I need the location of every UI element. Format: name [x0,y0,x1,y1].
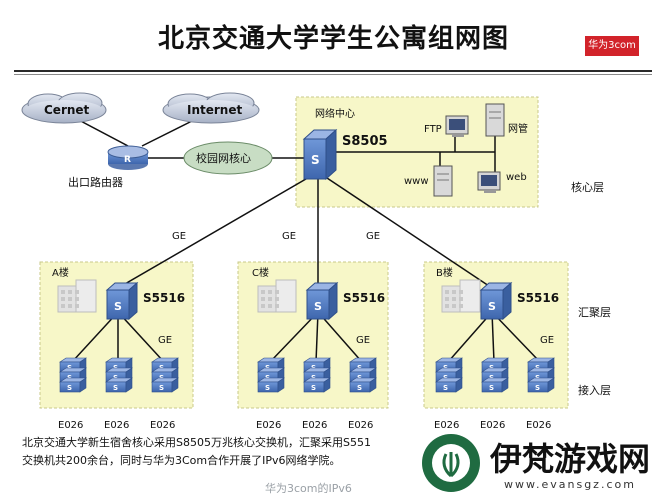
access-switch-stack-icon: SSS [151,357,179,393]
brand-name: 伊梵游戏网 [490,440,651,478]
building-1: C楼SS5516GESSSE026SSSE026SSSE026 [252,266,385,430]
cernet-label: Cernet [44,103,90,117]
aggregation-switch-label: S5516 [343,291,385,305]
ftp-label: FTP [424,124,442,135]
building-2: B楼SS5516GESSSE026SSSE026SSSE026 [434,266,559,430]
access-switch-label: E026 [526,420,551,430]
svg-text:S: S [489,384,494,392]
svg-text:S: S [535,384,540,392]
svg-text:R: R [124,155,131,165]
page-title: 北京交通大学学生公寓组网图 [157,24,509,54]
core-layer-label: 核心层 [571,180,604,194]
link-core-b [317,171,493,289]
svg-text:S: S [311,153,320,167]
mgmt-label: 网管 [508,122,528,135]
svg-text:S: S [265,384,270,392]
buildings: A楼SS5516GESSSE026SSSE026SSSE026C楼SS5516G… [52,266,559,430]
access-switch-stack-icon: SSS [481,357,509,393]
access-switch-label: E026 [58,420,83,430]
caption-line-1: 北京交通大学新生宿舍核心采用S8505万兆核心交换机，汇聚采用S551 [22,436,371,449]
aggregation-layer-label: 汇聚层 [578,306,611,319]
campus-core-ellipse: 校园网核心 [183,141,273,175]
svg-text:S: S [357,384,362,392]
uplink-ge-c: GE [282,231,296,242]
building-name: C楼 [252,266,269,279]
core-switch-icon: S [302,128,338,181]
link-core-a [117,171,319,289]
campus-core-label: 校园网核心 [196,151,251,165]
www-server-icon [433,165,453,197]
link-c-2 [315,311,319,363]
access-switch-stack-icon: SSS [105,357,133,393]
uplink-ge-b: GE [366,231,380,242]
access-switch-label: E026 [480,420,505,430]
link-c-1 [269,311,319,363]
access-layer-label: 接入层 [578,384,611,397]
caption: 北京交通大学新生宿舍核心采用S8505万兆核心交换机，汇聚采用S551 交换机共… [22,434,452,470]
router-label: 出口路由器 [68,175,123,189]
aggregation-switch-label: S5516 [517,291,559,305]
access-switch-label: E026 [302,420,327,430]
link-a-3 [117,311,165,363]
building-name: A楼 [52,266,69,279]
access-switch-stack-icon: SSS [257,357,285,393]
internet-label: Internet [187,103,242,117]
access-switch-label: E026 [104,420,129,430]
access-switch-stack-icon: SSS [349,357,377,393]
brand-url: www.evansgz.com [504,478,636,491]
network-center-label: 网络中心 [315,107,355,120]
svg-text:S: S [67,384,72,392]
www-label: www [404,176,429,187]
downlink-ge-label: GE [540,335,554,346]
link-b-2 [491,311,495,363]
vendor-logo: 华为3com [585,36,639,56]
title-divider [14,70,652,72]
router-icon: R [107,145,149,170]
svg-text:S: S [488,300,496,313]
link-b-1 [447,311,493,363]
building-0: A楼SS5516GESSSE026SSSE026SSSE026 [52,266,185,430]
brand-overlay: 伊梵游戏网 www.evansgz.com [412,428,667,500]
svg-text:S: S [114,300,122,313]
ftp-server-icon [445,115,469,137]
building-icon [275,279,297,313]
access-switch-stack-icon: SSS [527,357,555,393]
svg-text:S: S [314,300,322,313]
svg-text:S: S [311,384,316,392]
link-cernet-router [74,117,129,147]
downlink-ge-label: GE [356,335,370,346]
access-switch-label: E026 [434,420,459,430]
link-internet-router [141,117,199,147]
access-switch-label: E026 [256,420,281,430]
web-label: web [506,172,527,183]
watermark: 华为3com的IPv6 [265,482,352,495]
link-c-3 [317,311,363,363]
mgmt-server-icon [485,103,505,137]
svg-text:S: S [113,384,118,392]
downlink-ge-label: GE [158,335,172,346]
brand-logo-icon [422,434,480,492]
caption-line-2: 交换机共200余台，同时与华为3Com合作开展了IPv6网络学院。 [22,454,341,467]
uplink-ge-a: GE [172,231,186,242]
building-icon [75,279,97,313]
access-switch-label: E026 [348,420,373,430]
link-b-3 [491,311,541,363]
building-name: B楼 [436,266,453,279]
svg-text:S: S [159,384,164,392]
access-switch-label: E026 [150,420,175,430]
web-server-icon [477,171,501,193]
link-a-1 [71,311,119,363]
core-switch-label: S8505 [342,134,388,149]
access-switch-stack-icon: SSS [59,357,87,393]
building-icon [459,279,481,313]
title-divider-thin [14,74,652,75]
network-diagram: Cernet Internet R 出口路由器 校园网核心 网络中心 [21,92,611,430]
access-switch-stack-icon: SSS [435,357,463,393]
cernet-cloud: Cernet [21,92,107,124]
svg-text:S: S [443,384,448,392]
internet-cloud: Internet [162,92,260,124]
aggregation-switch-label: S5516 [143,291,185,305]
access-switch-stack-icon: SSS [303,357,331,393]
